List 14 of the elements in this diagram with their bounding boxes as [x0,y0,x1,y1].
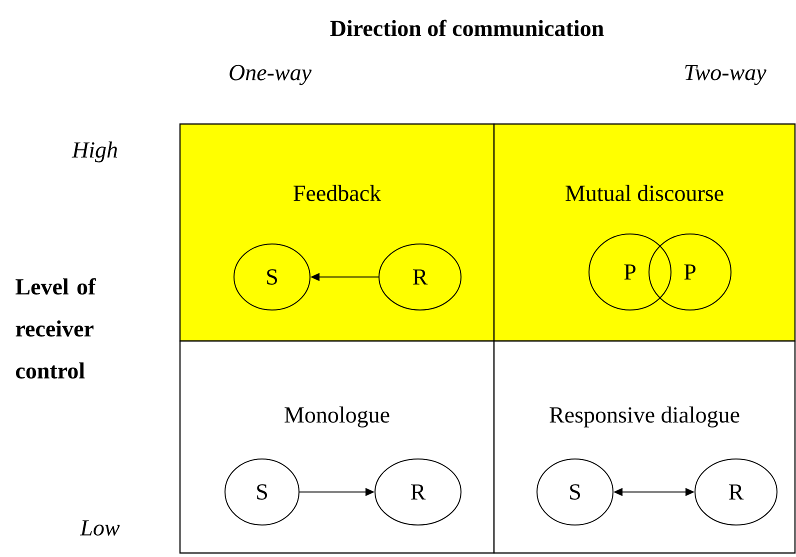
ellipse-node: R [694,458,778,526]
ellipse-node: R [374,458,462,526]
ellipse-node: S [536,458,614,526]
axis-label: Level of receiver control [16,278,96,379]
axis-label: Low [80,520,120,536]
ellipse-node: R [378,244,462,310]
ellipse-node: P [648,234,732,310]
ellipse-node: P [588,234,672,310]
ellipse-node: S [234,244,310,310]
title: Direction of communication [330,20,604,36]
axis-label: High [72,142,118,162]
ellipse-node: S [224,458,300,526]
axis-label: One-way [230,64,312,86]
axis-label: Two-way [685,64,766,85]
